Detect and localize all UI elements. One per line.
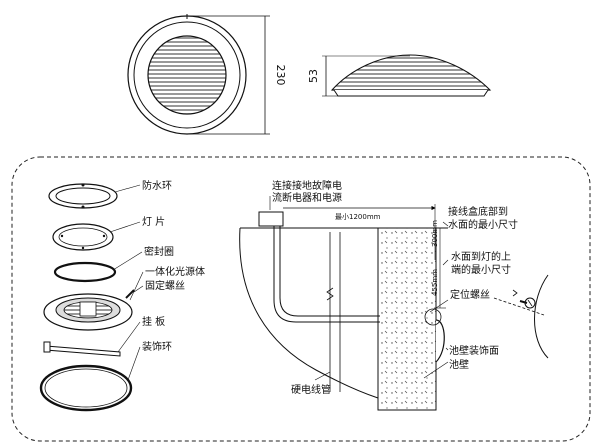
- wall-decor-label: 池壁装饰面: [449, 344, 499, 357]
- exploded-view: [39, 183, 135, 412]
- height-label: 53: [307, 69, 320, 83]
- side-view: [330, 54, 492, 97]
- diameter-dimension: 230: [187, 15, 287, 135]
- part-label-lens: 灯 片: [142, 215, 165, 228]
- power-note-line1: 连接接地故障电: [272, 179, 342, 192]
- part-label-seal-ring: 密封圈: [144, 245, 174, 258]
- box-note-line1: 接线盒底部到: [448, 205, 508, 218]
- part-label-hanging-plate: 挂 板: [142, 315, 165, 328]
- part-label-light-source: 一体化光源体: [145, 265, 205, 278]
- part-label-waterproof-ring: 防水环: [142, 179, 172, 192]
- part-leaders: [109, 184, 144, 381]
- conduit-label: 硬电线管: [291, 383, 331, 396]
- front-view: [127, 14, 247, 135]
- water-note-line2: 端的最小尺寸: [451, 263, 511, 276]
- min-length-label: 最小1200mm: [335, 212, 381, 221]
- dashed-frame: [11, 156, 591, 442]
- part-label-fixing-screw: 固定螺丝: [145, 279, 185, 292]
- box-dim-label: 300mm: [431, 220, 439, 247]
- installation-diagram: [239, 196, 449, 411]
- water-dim-label: 455mm: [431, 269, 439, 296]
- power-note-line2: 流断电器和电源: [272, 191, 342, 204]
- screw-label: 定位螺丝: [450, 288, 490, 301]
- screw-detail-inset: [493, 274, 549, 359]
- box-note-line2: 水面的最小尺寸: [448, 218, 518, 231]
- water-note-line1: 水面到灯的上: [451, 250, 511, 263]
- height-dimension: 53: [307, 55, 410, 97]
- part-label-decor-ring: 装饰环: [142, 340, 172, 353]
- diameter-label: 230: [274, 65, 287, 86]
- wall-label: 池壁: [449, 358, 469, 371]
